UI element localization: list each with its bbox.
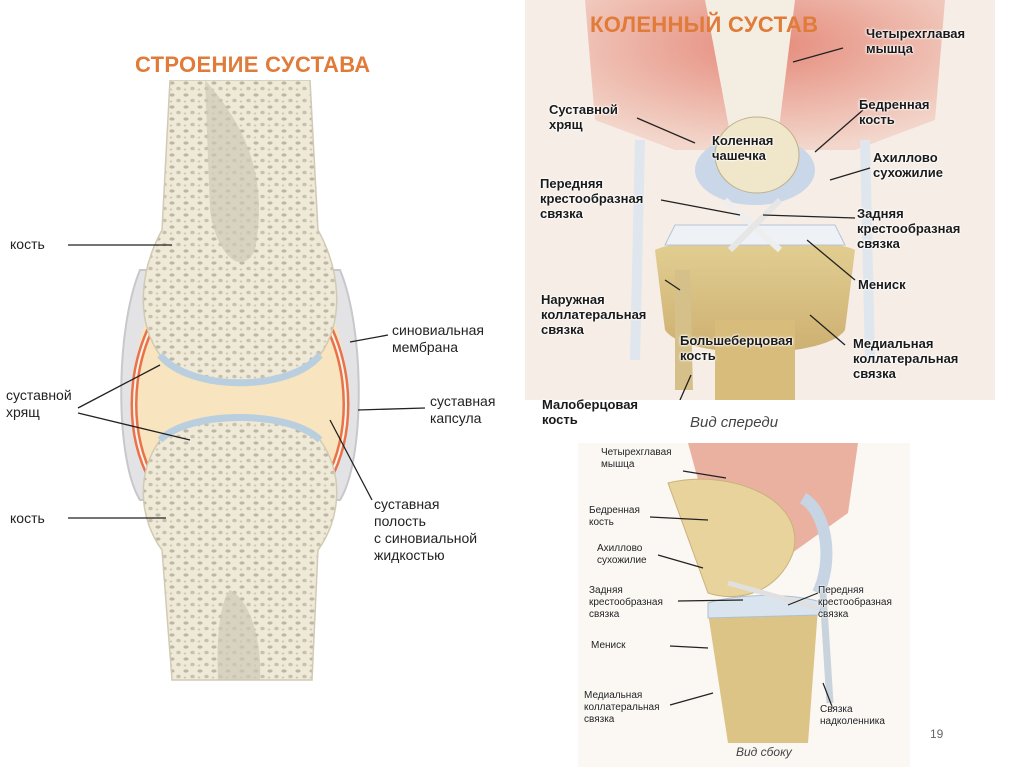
knee-side-label-patellar-ligament: Связка надколенника [820, 704, 885, 728]
label-capsule: суставная капсула [430, 393, 495, 427]
knee-front-label-tibia: Большеберцовая кость [680, 333, 793, 363]
knee-front-label-medial-collateral: Медиальная коллатеральная связка [853, 336, 958, 381]
knee-side-label-femur: Бедренная кость [589, 505, 640, 529]
knee-side-label-medial-collateral: Медиальная коллатеральная связка [584, 690, 660, 726]
knee-title: КОЛЕННЫЙ СУСТАВ [590, 12, 818, 38]
knee-side-label-achilles: Ахиллово сухожилие [597, 543, 647, 567]
knee-front-caption: Вид спереди [690, 414, 778, 431]
knee-front-label-meniscus: Мениск [858, 277, 906, 292]
knee-front-label-quadriceps: Четырехглавая мышца [866, 26, 965, 56]
knee-side-caption: Вид сбоку [736, 745, 792, 759]
knee-side-label-anterior-cruciate: Передняя крестообразная связка [818, 585, 892, 621]
label-bone-bottom: кость [10, 510, 45, 527]
knee-front-label-fibula: Малоберцовая кость [542, 397, 638, 427]
label-synovial-membrane: синовиальная мембрана [392, 322, 484, 356]
knee-front-label-cartilage: Суставной хрящ [549, 102, 618, 132]
knee-side-label-posterior-cruciate: Задняя крестообразная связка [589, 585, 663, 621]
label-cartilage: суставной хрящ [6, 387, 72, 421]
knee-front-label-femur: Бедренная кость [859, 97, 930, 127]
knee-front-label-patella: Коленная чашечка [712, 133, 773, 163]
knee-side-label-meniscus: Мениск [591, 640, 626, 652]
knee-side-label-quadriceps: Четырехглавая мышца [601, 447, 672, 471]
label-bone-top: кость [10, 236, 45, 253]
label-cavity: суставная полость с синовиальной жидкост… [374, 496, 477, 564]
knee-front-label-achilles: Ахиллово сухожилие [873, 150, 943, 180]
knee-front-label-anterior-cruciate: Передняя крестообразная связка [540, 176, 643, 221]
knee-front-label-lateral-collateral: Наружная коллатеральная связка [541, 292, 646, 337]
knee-front-label-posterior-cruciate: Задняя крестообразная связка [857, 206, 960, 251]
page-number: 19 [930, 727, 943, 741]
joint-title: СТРОЕНИЕ СУСТАВА [135, 52, 370, 78]
